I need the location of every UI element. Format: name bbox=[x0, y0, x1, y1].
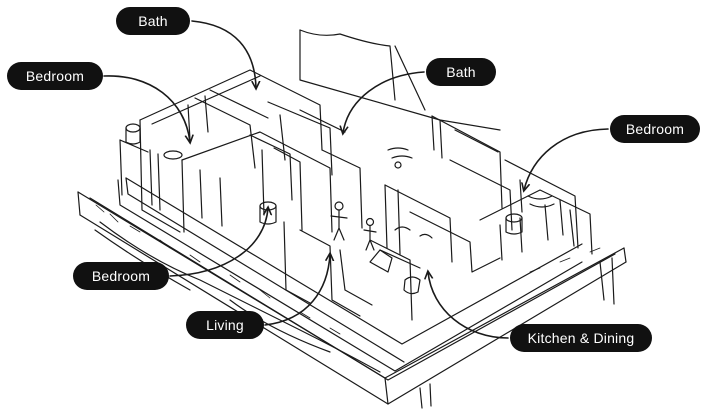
label-bedroom-right: Bedroom bbox=[610, 115, 700, 143]
building-sketch bbox=[77, 29, 627, 409]
arrow-bedroom-1 bbox=[103, 75, 190, 142]
arrow-kitchen-dining bbox=[428, 272, 509, 339]
room-walls bbox=[119, 69, 593, 321]
label-bath-upper-left: Bath bbox=[116, 7, 190, 35]
label-bath-center: Bath bbox=[426, 58, 496, 86]
building-base bbox=[77, 177, 627, 409]
annotation-arrows bbox=[103, 20, 609, 339]
sketch-hatching bbox=[95, 204, 601, 335]
label-bedroom-upper-left: Bedroom bbox=[7, 62, 103, 90]
label-kitchen-dining: Kitchen & Dining bbox=[510, 324, 652, 352]
label-bedroom-lower-left: Bedroom bbox=[73, 262, 169, 290]
arrow-bath-1 bbox=[191, 20, 256, 88]
people-figures bbox=[330, 201, 377, 251]
arrow-bedroom-2 bbox=[524, 128, 609, 190]
arrow-living bbox=[264, 254, 330, 326]
back-wall bbox=[299, 29, 501, 131]
arrow-bath-2 bbox=[343, 71, 425, 133]
arrow-bedroom-3 bbox=[169, 208, 268, 277]
label-living: Living bbox=[186, 311, 264, 339]
fixtures bbox=[125, 123, 555, 295]
